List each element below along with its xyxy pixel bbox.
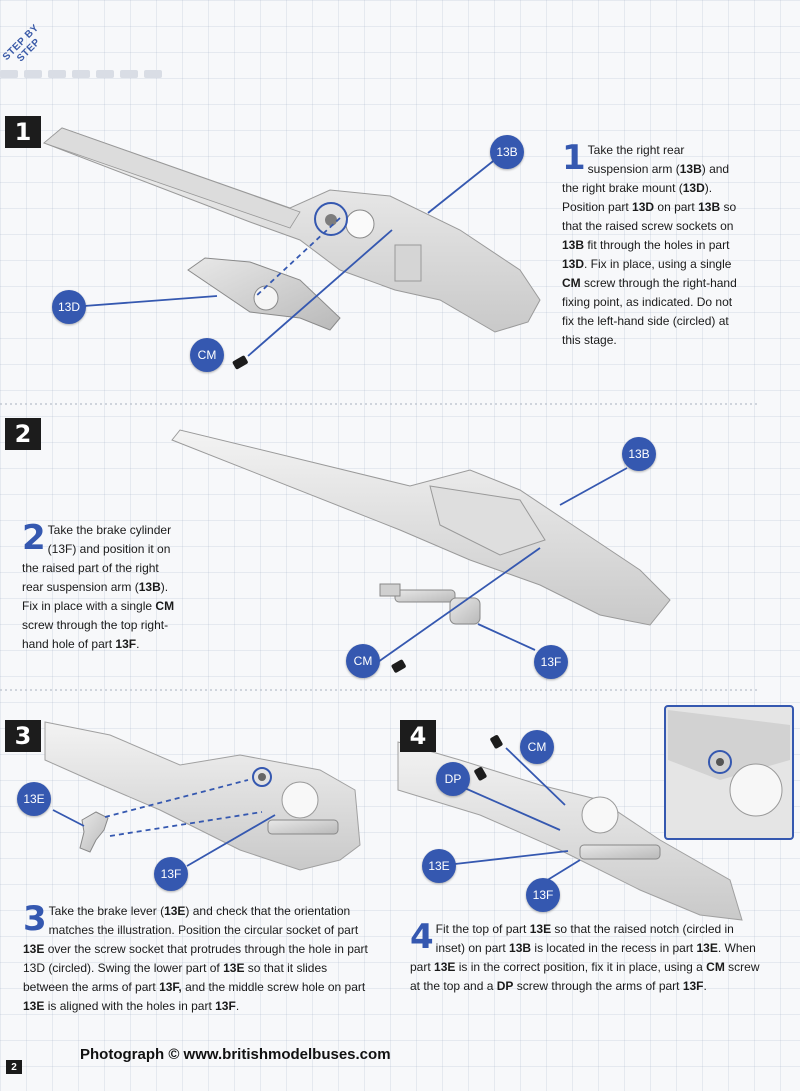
step-3-part-ref: 13F,: [159, 980, 182, 994]
step-1-part-ref: 13B: [679, 162, 702, 176]
callout-13d: 13D: [52, 290, 86, 324]
step-3-text-part: .: [235, 999, 240, 1013]
callout-13f: 13F: [534, 645, 568, 679]
step-1-text-part: so that the raised screw sockets on: [562, 200, 737, 233]
step-2-text-part: screw through the top right-hand hole of…: [22, 618, 169, 651]
callout-13b: 13B: [622, 437, 656, 471]
step-2-part-ref: CM: [155, 599, 175, 613]
step-4-text-part: .: [703, 979, 707, 993]
step2-cm-screw: [391, 659, 406, 673]
step-3-part-ref: 13F: [215, 999, 236, 1013]
step-4-part-ref: DP: [496, 979, 514, 993]
callout-dp: DP: [436, 762, 470, 796]
photo-credit: Photograph © www.britishmodelbuses.com: [80, 1046, 391, 1063]
step-4-part-ref: 13E: [696, 941, 718, 955]
step-2-text-part: .: [136, 637, 140, 651]
step-3-badge: 3: [5, 720, 41, 752]
step-1-text-part: fit through the holes in part: [584, 238, 730, 252]
callout-13e: 13E: [422, 849, 456, 883]
step-3-text-part: ) and check that the orientation matches…: [48, 904, 359, 937]
callout-13f: 13F: [526, 878, 560, 912]
step-2-text-part: ). Fix in place with a single: [22, 580, 169, 613]
callout-13f: 13F: [154, 857, 188, 891]
step-4-number: 4: [410, 917, 434, 957]
step-4-part-ref: 13B: [509, 941, 532, 955]
step1-brake-mount-13d: [187, 257, 341, 331]
step-3-text-part: so that it slides between the arms of pa…: [23, 961, 328, 994]
step-3-text-part: and the middle screw hole on part: [181, 980, 366, 994]
step-4-text-part: screw at the top and a: [410, 960, 760, 993]
step-4-text-part: Fit the top of part: [435, 922, 530, 936]
header-dashes: [0, 70, 185, 78]
step-1-number: 1: [562, 138, 586, 178]
callout-cm: CM: [520, 730, 554, 764]
step-3-part-ref: 13E: [223, 961, 245, 975]
callout-cm: CM: [190, 338, 224, 372]
step-3-text-part: is aligned with the holes in part: [44, 999, 216, 1013]
step1-circle-highlight: [314, 202, 348, 236]
step-4-part-ref: 13E: [529, 922, 552, 936]
step3-arm-closeup: [44, 721, 361, 871]
step-1-part-ref: 13B: [562, 238, 585, 252]
step-3-text-part: Take the brake lever (: [48, 904, 165, 918]
step-1-text-part: ) and the right brake mount (: [562, 162, 730, 195]
step1-suspension-arm: [43, 127, 541, 333]
step-1-badge: 1: [5, 116, 41, 148]
step-3-part-ref: 13E: [23, 999, 45, 1013]
step-1-part-ref: 13D: [562, 257, 585, 271]
page-number: 2: [6, 1060, 22, 1074]
step-2-part-ref: 13B: [138, 580, 161, 594]
step-1-part-ref: CM: [562, 276, 581, 290]
step-3-text-part: over the screw socket that protrudes thr…: [23, 942, 368, 975]
step-4-text-part: is in the correct position, fix it in pl…: [455, 960, 707, 974]
step-2-badge: 2: [5, 418, 41, 450]
step-3-number: 3: [23, 899, 47, 939]
step-1-part-ref: 13B: [698, 200, 721, 214]
step3-brake-lever-13e: [79, 811, 109, 853]
step-1-text-part: on part: [654, 200, 699, 214]
step-2-text-part: Take the brake cylinder (13F) and positi…: [22, 523, 172, 594]
step-4-text-part: . When part: [410, 941, 756, 974]
step-4-text-part: so that the raised notch (circled in ins…: [435, 922, 734, 955]
step-2-number: 2: [22, 518, 46, 558]
step2-suspension-arm: [171, 429, 671, 626]
step-3-part-ref: 13E: [23, 942, 45, 956]
step-1-part-ref: 13D: [682, 181, 705, 195]
step-1-text-part: . Fix in place, using a single: [584, 257, 732, 271]
step-4-badge: 4: [400, 720, 436, 752]
step2-brake-cylinder-13f: [379, 583, 481, 625]
callout-13e: 13E: [17, 782, 51, 816]
callout-cm: CM: [346, 644, 380, 678]
step4-inset: [664, 705, 794, 840]
step-2-part-ref: 13F: [115, 637, 137, 651]
step-3-part-ref: 13E: [164, 904, 186, 918]
step4-arm-closeup: [397, 741, 743, 921]
step1-cm-screw: [232, 355, 248, 370]
step-4-text-part: screw through the arms of part: [513, 979, 683, 993]
step-4-part-ref: CM: [706, 960, 725, 974]
step-1-text-part: Take the right rear suspension arm (: [587, 143, 685, 176]
step-1-text-part: screw through the right-hand fixing poin…: [562, 276, 737, 347]
step4-screws: [474, 735, 503, 781]
callout-13b: 13B: [490, 135, 524, 169]
step-4-part-ref: 13F: [682, 979, 704, 993]
step-1-part-ref: 13D: [632, 200, 655, 214]
step-4-text-part: is located in the recess in part: [531, 941, 697, 955]
step-1-text-part: ). Position part: [562, 181, 713, 214]
step-4-part-ref: 13E: [434, 960, 456, 974]
